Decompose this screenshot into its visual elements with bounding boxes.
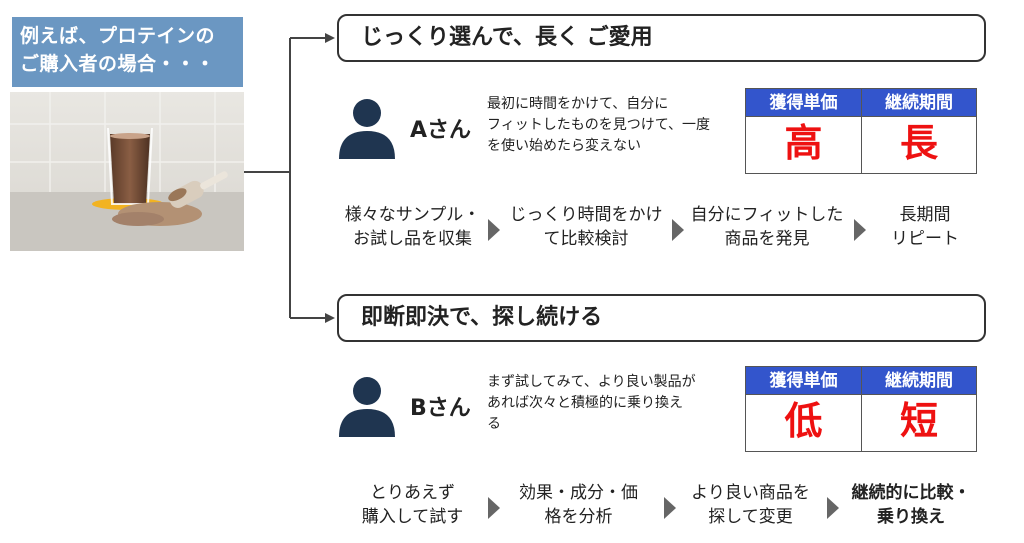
- intro-line: 例えば、プロテインの: [20, 25, 216, 47]
- flow-step-line: じっくり時間をかけ: [509, 205, 663, 225]
- section-a-heading: じっくり選んで、長く ご愛用: [337, 14, 986, 62]
- flow-step: 継続的に比較・ 乗り換え: [841, 481, 981, 529]
- metric-value-retention-period: 短: [861, 395, 976, 451]
- chevron-right-icon: [664, 497, 676, 519]
- flow-step: 様々なサンプル・ お試し品を収集: [340, 203, 485, 251]
- description-line: 最初に時間をかけて、自分に: [487, 96, 669, 112]
- description-line: まず試してみて、より良い製品が: [487, 374, 696, 390]
- flow-step-line: 探して変更: [708, 507, 793, 527]
- metric-header-acquisition-cost: 獲得単価: [746, 367, 861, 395]
- flow-step-line: て比較検討: [543, 229, 629, 249]
- flow-step-line: 格を分析: [544, 507, 613, 527]
- flow-step: 効果・成分・価 格を分析: [506, 481, 651, 529]
- chevron-right-icon: [827, 497, 839, 519]
- chevron-right-icon: [672, 219, 684, 241]
- flow-row-b: とりあえず 購入して試す 効果・成分・価 格を分析 より良い商品を 探して変更 …: [330, 481, 990, 535]
- chevron-right-icon: [488, 497, 500, 519]
- flow-step-line: リピート: [891, 229, 959, 249]
- flow-step-line: 商品を発見: [724, 229, 810, 249]
- flow-step-line: 長期間: [899, 205, 951, 225]
- flow-step: 長期間 リピート: [875, 203, 975, 251]
- intro-line: ご購入者の場合・・・: [20, 53, 216, 75]
- description-line: る: [487, 416, 501, 432]
- flow-step: じっくり時間をかけ て比較検討: [506, 203, 666, 251]
- description-line: を使い始めたら変えない: [487, 138, 641, 154]
- metrics-table-b: 獲得単価 継続期間 低 短: [745, 366, 977, 452]
- metric-value-retention-period: 長: [861, 117, 976, 173]
- flow-step-line: 様々なサンプル・: [344, 205, 481, 225]
- person-icon: [339, 99, 395, 159]
- flow-step-line: 効果・成分・価: [519, 483, 638, 503]
- flow-step-line: 継続的に比較・: [851, 483, 971, 503]
- chevron-right-icon: [854, 219, 866, 241]
- person-b-description: まず試してみて、より良い製品が あれば次々と積極的に乗り換え る: [487, 372, 737, 435]
- metric-header-retention-period: 継続期間: [861, 367, 976, 395]
- flow-step-line: より良い商品を: [691, 483, 810, 503]
- intro-label: 例えば、プロテインの ご購入者の場合・・・: [12, 17, 243, 87]
- metric-value-acquisition-cost: 高: [746, 117, 861, 173]
- flow-step: とりあえず 購入して試す: [340, 481, 485, 529]
- flow-row-a: 様々なサンプル・ お試し品を収集 じっくり時間をかけ て比較検討 自分にフィット…: [330, 203, 990, 257]
- flow-step: 自分にフィットした 商品を発見: [688, 203, 846, 251]
- person-b-name: Bさん: [410, 396, 471, 421]
- flow-step-line: とりあえず: [370, 483, 455, 503]
- description-line: あれば次々と積極的に乗り換え: [487, 395, 683, 411]
- chevron-right-icon: [488, 219, 500, 241]
- section-b-heading: 即断即決で、探し続ける: [337, 294, 986, 342]
- metric-header-retention-period: 継続期間: [861, 89, 976, 117]
- person-icon: [339, 377, 395, 437]
- person-a-description: 最初に時間をかけて、自分に フィットしたものを見つけて、一度 を使い始めたら変え…: [487, 94, 737, 157]
- metric-value-acquisition-cost: 低: [746, 395, 861, 451]
- protein-shake-photo: [10, 92, 244, 251]
- flow-step-line: 自分にフィットした: [690, 205, 844, 225]
- flow-step-line: お試し品を収集: [353, 229, 472, 249]
- metric-header-acquisition-cost: 獲得単価: [746, 89, 861, 117]
- flow-step-line: 購入して試す: [361, 507, 464, 527]
- flow-step: より良い商品を 探して変更: [678, 481, 823, 529]
- metrics-table-a: 獲得単価 継続期間 高 長: [745, 88, 977, 174]
- flow-step-line: 乗り換え: [877, 507, 945, 527]
- person-a-name: Aさん: [410, 118, 472, 143]
- description-line: フィットしたものを見つけて、一度: [487, 117, 711, 133]
